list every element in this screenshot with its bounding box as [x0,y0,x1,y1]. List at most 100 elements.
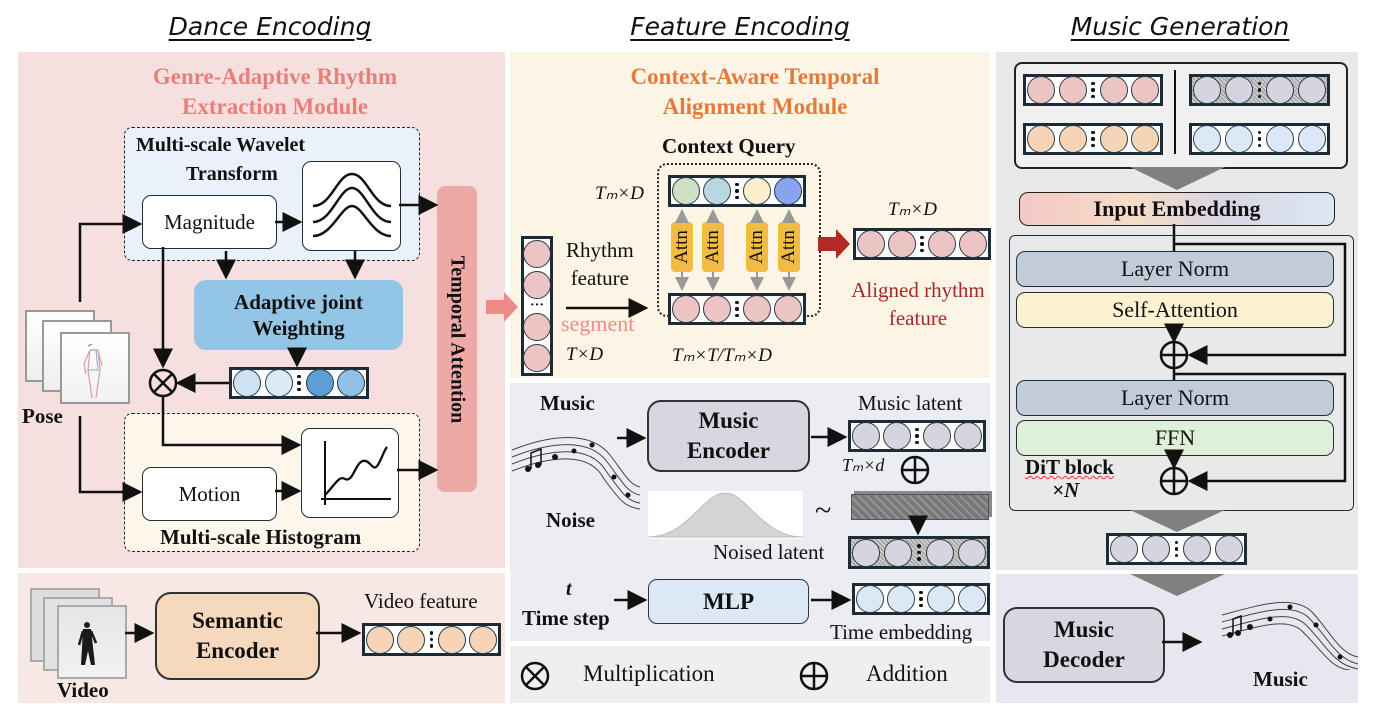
vector-cell [1298,76,1326,104]
vector-cell [523,313,551,341]
vector-cell [523,344,551,372]
motion-label: Motion [178,481,241,506]
vector-cell [1193,76,1221,104]
time-embedding-vector [852,583,990,615]
section-title-dance-encoding: Dance Encoding [168,12,372,41]
alignment-module-title: Context-Aware Temporal Alignment Module [560,62,950,122]
ellipsis-icon [1090,81,1096,99]
music-input-label: Music [540,391,595,415]
rhythm-module-title: Genre-Adaptive Rhythm Extraction Module [80,62,470,122]
vector-cell [958,538,986,567]
legend-panel [510,646,990,703]
attention-block: Attn [746,222,768,272]
aligned-line1: Aligned rhythm [851,278,985,302]
aligned-dims-label: Tₘ×D [888,199,937,220]
vector-cell [523,271,551,299]
rhythm-line1: Rhythm [566,238,634,262]
temporal-attention-label: Temporal Attention [446,255,469,423]
semantic-line2: Encoder [195,638,280,663]
noised-latent-vector [848,536,990,569]
vector-cell [1183,535,1212,563]
vector-cell [523,240,551,268]
magnitude-box: Magnitude [142,195,277,249]
alignment-title-line1: Context-Aware Temporal [630,64,880,89]
noised-latent-condition-vector [1189,74,1330,106]
vector-cell [366,625,394,654]
decoder-line1: Music [1053,617,1115,642]
vector-cell [1266,125,1295,153]
times-n-label: ×N [1052,478,1080,502]
vector-cell [927,585,955,613]
ellipsis-icon [429,631,435,648]
query-dims-label: Tₘ×D [595,183,644,204]
layer-norm-1-label: Layer Norm [1120,256,1230,281]
rhythm-feature-label: Rhythm feature [566,236,634,292]
rhythm-module-title-line1: Genre-Adaptive Rhythm [152,64,398,89]
video-condition-vector [1023,123,1163,155]
vector-cell [703,295,731,323]
vector-cell [926,538,954,567]
rhythm-line2: feature [570,266,629,290]
self-attention-label: Self-Attention [1112,297,1238,322]
vector-cell [1027,125,1055,153]
music-notes-icon [511,437,641,510]
music-latent-dims-label: Tₘ×d [842,455,885,475]
vector-cell [1110,535,1138,563]
ellipsis-icon [1174,540,1180,558]
rhythm-module-title-line2: Extraction Module [182,94,368,119]
vector-cell [887,585,915,613]
vector-cell [1266,76,1295,104]
vector-cell [337,369,365,397]
dit-block-label: DiT block [1025,455,1114,479]
vector-cell [928,230,956,258]
vector-cell [1224,76,1253,104]
input-embedding-label: Input Embedding [1093,196,1261,221]
vector-cell [1215,535,1243,563]
legend-multiplication-label: Multiplication [583,661,715,686]
dancer-icon [77,622,98,665]
segmented-rhythm-vector [668,293,806,325]
aligned-line2: feature [888,306,948,330]
rhythm-feature-vector: ··· [521,236,553,376]
pose-frame-front [60,332,130,404]
section-title-music-generation: Music Generation [1070,12,1290,41]
vector-cell [397,625,426,654]
rhythm-dims-label: T×D [566,344,604,365]
attention-block: Attn [702,222,724,272]
segment-label: segment [561,311,635,336]
music-encoder-line2: Encoder [686,438,771,463]
vector-cell [233,369,261,397]
segmented-dims-label: Tₘ×T/Tₘ×D [672,345,773,366]
input-embedding-box: Input Embedding [1019,192,1335,226]
alignment-title-line2: Alignment Module [662,94,848,119]
vector-cell [1131,125,1159,153]
adaptive-line1: Adaptive joint [234,290,363,314]
ellipsis-icon [914,427,920,445]
vector-cell [1027,76,1055,104]
vector-cell [958,585,986,613]
wavelet-plot [302,161,401,251]
aligned-rhythm-label: Aligned rhythm feature [838,276,998,332]
vector-cell [774,295,802,323]
sampled-from-symbol: ~ [815,494,832,527]
music-encoder-line1: Music [698,408,759,433]
self-attention-box: Self-Attention [1016,292,1334,328]
rhythm-condition-vector [1023,74,1163,106]
ellipsis-icon [1090,130,1096,148]
vector-cell [923,422,951,450]
music-latent-vector [848,420,986,452]
attn-label: Attn [702,230,723,264]
time-condition-vector [1189,123,1330,155]
music-latent-label: Music latent [858,391,963,415]
noised-latent-label: Noised latent [713,540,825,564]
noise-tensor [851,494,989,520]
ellipsis-icon [918,590,924,608]
vector-cell [672,177,700,205]
motion-box: Motion [142,467,277,521]
ffn-label: FFN [1154,425,1196,450]
ellipsis-icon [734,300,740,318]
noise-label: Noise [546,508,595,532]
